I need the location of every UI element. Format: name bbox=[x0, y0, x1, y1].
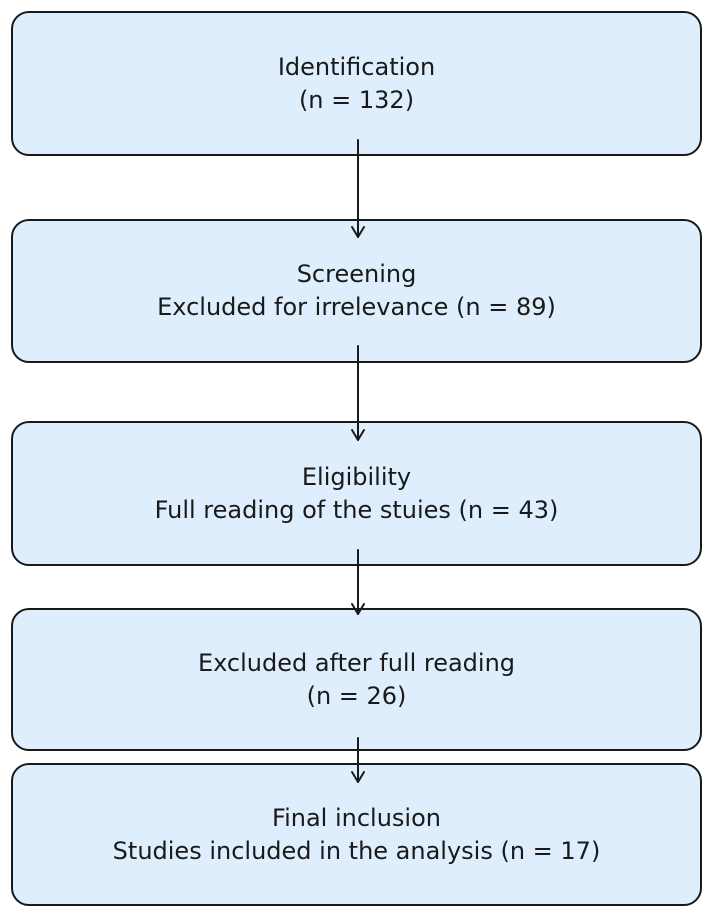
final-inclusion-detail: Studies included in the analysis (n = 17… bbox=[112, 836, 601, 865]
excluded-count: (n = 26) bbox=[306, 681, 407, 710]
excluded-title: Excluded after full reading bbox=[197, 648, 516, 677]
eligibility-box: Eligibility Full reading of the stuies (… bbox=[11, 421, 702, 566]
excluded-box: Excluded after full reading (n = 26) bbox=[11, 608, 702, 751]
identification-box: Identification (n = 132) bbox=[11, 11, 702, 156]
final-inclusion-title: Final inclusion bbox=[272, 803, 441, 832]
screening-box: Screening Excluded for irrelevance (n = … bbox=[11, 219, 702, 363]
screening-title: Screening bbox=[296, 260, 417, 288]
eligibility-detail: Full reading of the stuies (n = 43) bbox=[154, 495, 559, 524]
identification-title: Identification bbox=[277, 52, 436, 81]
final-inclusion-box: Final inclusion Studies included in the … bbox=[11, 763, 702, 906]
identification-count: (n = 132) bbox=[298, 85, 415, 114]
eligibility-title: Eligibility bbox=[301, 462, 412, 491]
screening-detail: Excluded for irrelevance (n = 89) bbox=[157, 293, 556, 321]
